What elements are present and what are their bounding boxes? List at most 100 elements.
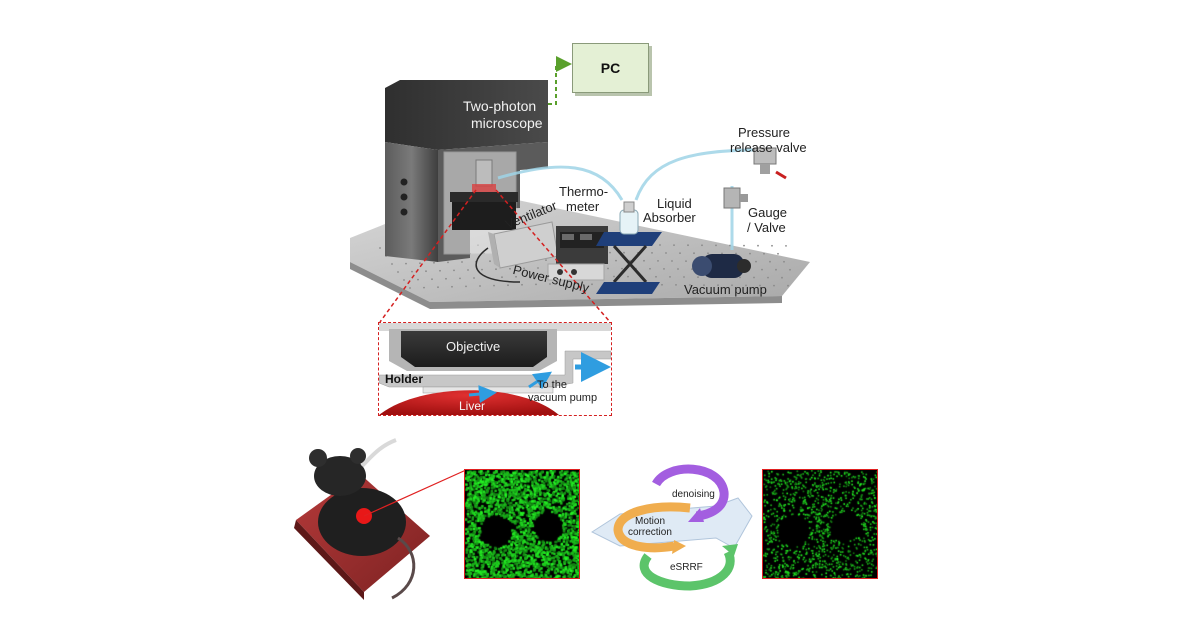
table-hole: [577, 283, 579, 286]
intubation-tube: [360, 438, 397, 468]
table-hole: [753, 276, 755, 279]
table-hole: [563, 283, 565, 285]
table-hole: [649, 267, 651, 270]
table-hole: [739, 276, 741, 279]
esrrf-arrow: [639, 549, 735, 591]
table-hole: [437, 286, 439, 289]
motion-label-line1: Motion: [635, 516, 666, 527]
tube-liver-to-absorber: [497, 165, 624, 201]
ventilator-cable: [475, 247, 521, 283]
holder-shape: [379, 350, 611, 388]
table-hole: [489, 260, 491, 263]
raw-image-canvas: [465, 470, 579, 578]
table-hole: [621, 267, 623, 270]
table-hole: [453, 269, 455, 272]
table-hole: [759, 284, 761, 287]
zoom-line-right: [495, 189, 611, 323]
holder-label: Holder: [385, 372, 424, 386]
table-hole: [543, 275, 545, 277]
table-hole: [771, 244, 773, 247]
table-hole: [655, 275, 657, 278]
table-hole: [425, 270, 427, 273]
pc-label: PC: [600, 60, 621, 76]
table-hole: [755, 260, 757, 263]
table-hole: [775, 268, 777, 271]
table-hole: [391, 263, 393, 265]
thermometer-label-line1: Thermo-: [559, 184, 609, 199]
table-hole: [671, 260, 673, 262]
table-hole: [465, 285, 467, 288]
processed-microscopy-image: [762, 469, 878, 579]
pressure-label-line2: release valve: [730, 140, 807, 155]
table-hole: [445, 277, 447, 280]
table-hole: [745, 284, 747, 287]
table-hole: [403, 279, 405, 281]
table-hole: [683, 276, 685, 278]
table-hole: [397, 271, 399, 273]
table-hole: [501, 276, 503, 279]
to-pump-label-line1: To the: [537, 379, 567, 391]
gauge-label-line1: Gauge: [748, 205, 788, 220]
table-hole: [657, 260, 659, 262]
liquid-absorber-stand: [596, 201, 662, 294]
microscope-label-line1: Two-photon: [463, 98, 537, 114]
pc-box: PC: [572, 43, 649, 93]
table-hole: [787, 284, 789, 287]
table-hole: [697, 276, 699, 278]
table-hole: [783, 260, 785, 263]
motion-correction-arrow: [613, 502, 691, 553]
table-hole: [509, 267, 511, 270]
table-hole: [607, 267, 609, 270]
table-hole: [613, 275, 615, 278]
zoom-line-left: [379, 189, 477, 323]
table-hole: [735, 252, 737, 255]
table-hole: [591, 283, 593, 286]
table-hole: [675, 284, 677, 286]
table-hole: [687, 244, 689, 247]
table-hole: [379, 247, 381, 249]
flow-arrow-up: [528, 371, 552, 390]
table-hole: [685, 260, 687, 262]
table-hole: [623, 251, 625, 254]
table-hole: [423, 286, 425, 289]
table-hole: [523, 267, 525, 270]
table-hole: [535, 283, 537, 286]
table-hole: [495, 268, 497, 271]
table-hole: [717, 284, 719, 287]
table-hole: [417, 278, 419, 281]
table-hole: [785, 245, 787, 247]
raw-microscopy-image: [464, 469, 580, 579]
table-hole: [789, 268, 791, 271]
table-hole: [627, 275, 629, 278]
inset-diagram: [379, 323, 611, 415]
table-hole: [643, 259, 645, 262]
table-hole: [529, 275, 531, 278]
table-hole: [781, 276, 783, 279]
table-hole: [663, 268, 665, 270]
table-hole: [773, 284, 775, 287]
objective-shape: [401, 331, 547, 367]
table-hole: [669, 276, 671, 278]
pressure-release-valve: [753, 147, 787, 180]
table-hole: [609, 251, 611, 254]
denoising-arrow: [652, 464, 729, 521]
table-hole: [715, 244, 717, 247]
mouse-head: [314, 456, 366, 496]
gauge-valve: [723, 187, 748, 209]
esrrf-label: eSRRF: [670, 562, 703, 573]
pressure-label-line1: Pressure: [738, 125, 791, 140]
table-hole: [409, 287, 411, 289]
table-hole: [507, 284, 509, 287]
table-hole: [439, 269, 441, 272]
table-hole: [763, 252, 765, 255]
table-hole: [689, 284, 691, 286]
table-hole: [459, 277, 461, 280]
denoising-label: denoising: [672, 489, 715, 500]
table-hole: [679, 252, 681, 255]
table-hole: [433, 261, 435, 264]
table-hole: [729, 244, 731, 247]
liquid-absorber-label-line2: Absorber: [643, 210, 696, 225]
table-hole: [701, 244, 703, 247]
motion-label-line2: correction: [628, 527, 672, 538]
